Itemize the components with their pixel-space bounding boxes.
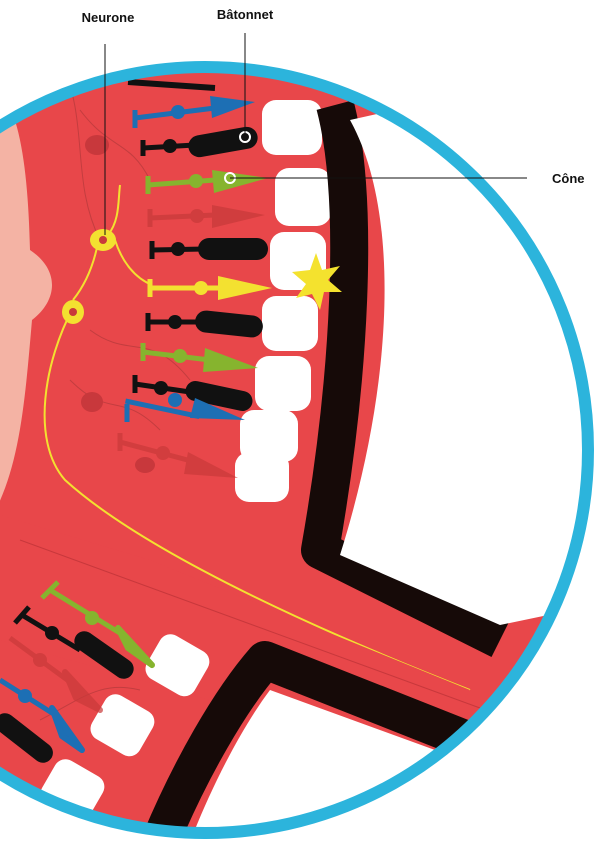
label-cone: Cône [552, 171, 585, 186]
label-neuron: Neurone [82, 10, 135, 25]
label-rod: Bâtonnet [217, 7, 274, 22]
